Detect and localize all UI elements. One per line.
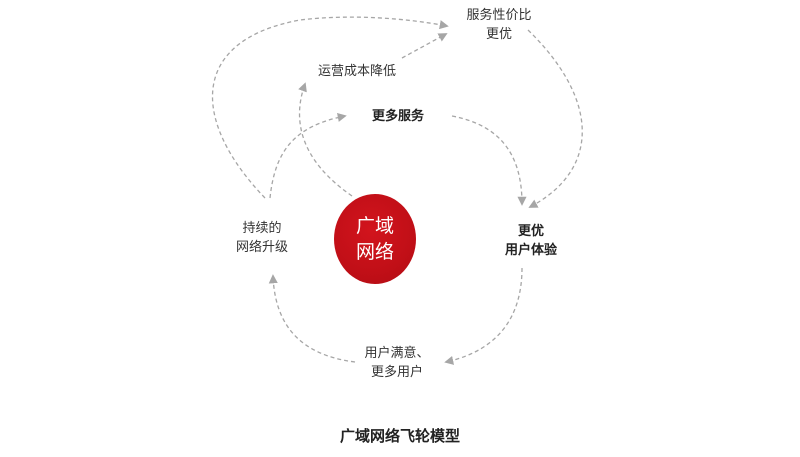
arrow-value-to-experience [527, 29, 583, 208]
hub-circle: 广域 网络 [334, 194, 416, 284]
node-satisfaction-line1: 用户满意、 [364, 346, 430, 361]
node-experience: 更优 用户体验 [505, 222, 557, 260]
node-upgrade-line2: 网络升级 [235, 240, 289, 255]
node-services: 更多服务 [372, 107, 424, 126]
node-satisfaction-line2: 更多用户 [370, 365, 424, 380]
node-value: 服务性价比 更优 [466, 6, 531, 44]
hub-label-line1: 广域 [355, 215, 394, 237]
node-experience-line1: 更优 [517, 224, 545, 239]
arrow-cost-to-value [401, 33, 448, 59]
arrow-upgrade-to-value [211, 16, 449, 199]
node-cost-line1: 运营成本降低 [317, 64, 397, 79]
hub-label-line2: 网络 [355, 241, 394, 263]
node-cost: 运营成本降低 [318, 62, 396, 81]
arrow-services-to-experience [451, 115, 527, 206]
arrow-hub-to-cost [298, 82, 353, 197]
node-experience-line2: 用户体验 [504, 243, 558, 258]
arrow-experience-to-satisfaction [444, 267, 523, 365]
node-upgrade-line1: 持续的 [242, 221, 282, 236]
node-value-line1: 服务性价比 [466, 8, 532, 23]
node-upgrade: 持续的 网络升级 [236, 219, 288, 257]
diagram-title: 广域网络飞轮模型 [339, 427, 461, 445]
arrow-upgrade-to-services [269, 112, 347, 199]
node-satisfaction: 用户满意、 更多用户 [364, 344, 429, 382]
arrow-satisfaction-to-upgrade [268, 274, 356, 363]
node-services-line1: 更多服务 [371, 109, 425, 124]
node-value-line2: 更优 [485, 27, 513, 42]
